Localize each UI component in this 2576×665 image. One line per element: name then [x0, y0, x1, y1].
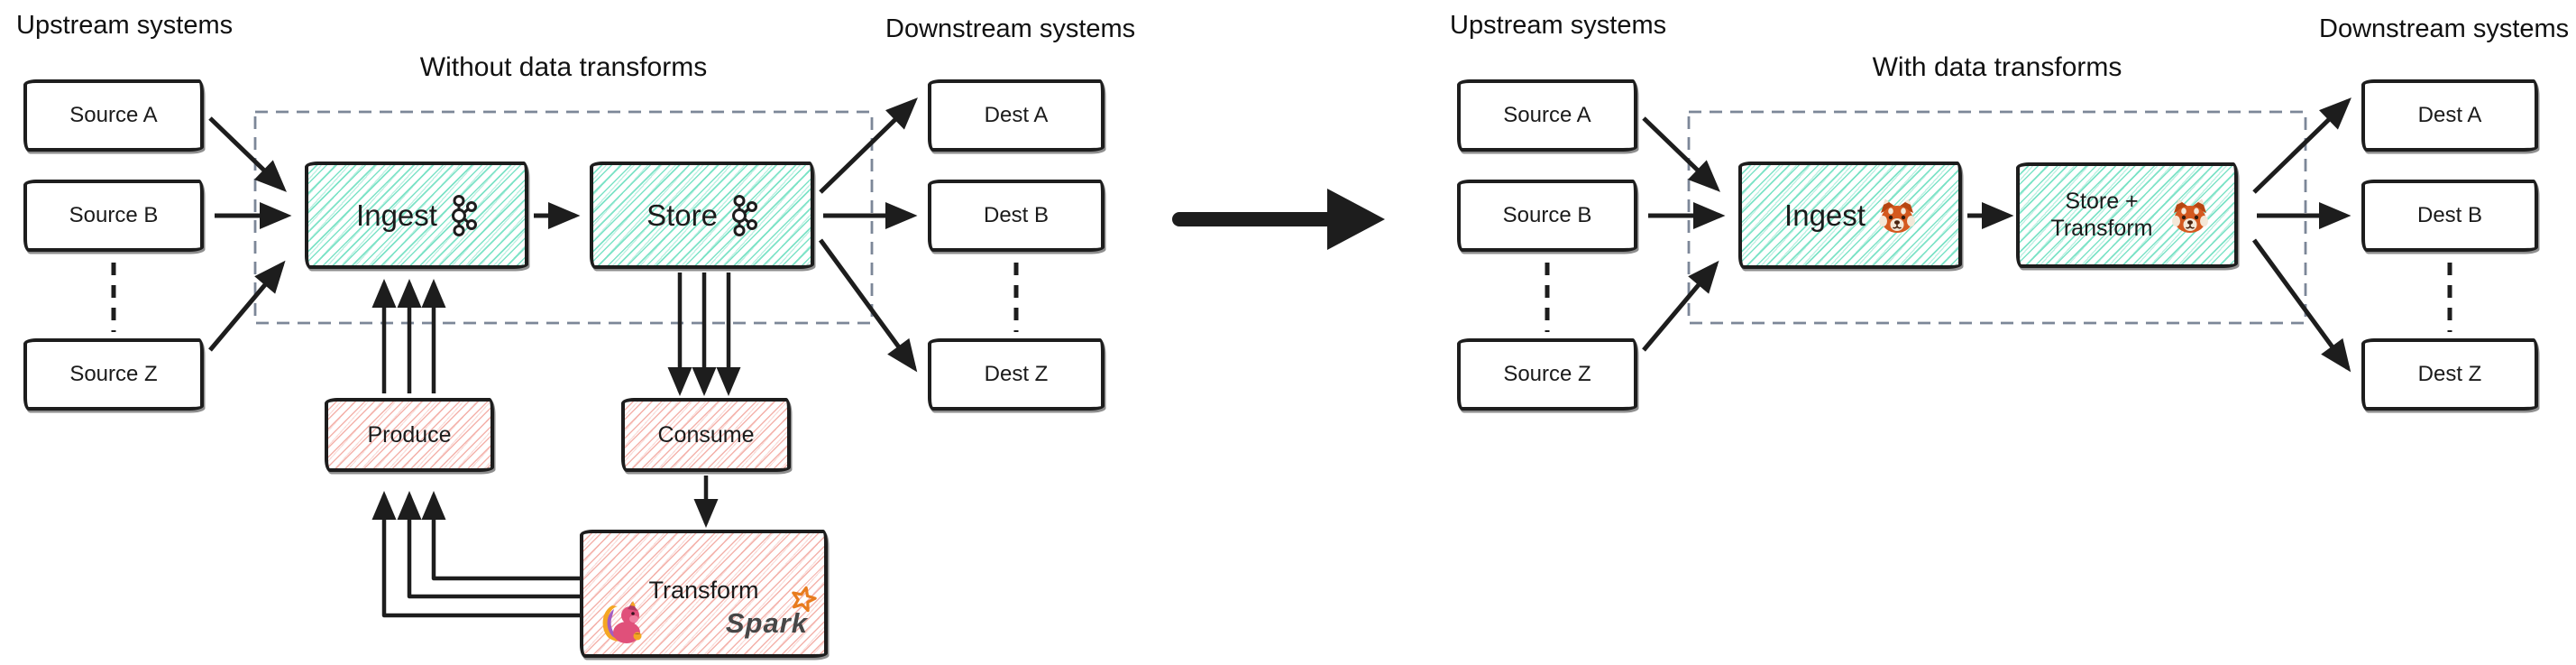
kafka-icon	[451, 194, 477, 236]
dest-box: Dest A	[928, 79, 1105, 152]
store-transform-label: Store + Transform	[2050, 189, 2153, 241]
dest-label: Dest Z	[2417, 362, 2482, 386]
right-downstream-heading: Downstream systems	[2319, 14, 2570, 43]
source-box: Source A	[23, 79, 204, 152]
source-box: Source Z	[1457, 338, 1637, 411]
dest-label: Dest A	[2417, 103, 2482, 127]
transform-label: Transform	[648, 577, 759, 604]
ingest-label: Ingest	[356, 198, 437, 232]
dest-box: Dest Z	[928, 338, 1105, 411]
source-box: Source Z	[23, 338, 204, 411]
spark-star-icon	[792, 586, 817, 613]
red-panda-icon	[2172, 199, 2208, 233]
spark-logo: Spark	[725, 586, 817, 640]
dest-box: Dest A	[2361, 79, 2538, 152]
source-box: Source A	[1457, 79, 1637, 152]
source-label: Source A	[69, 103, 158, 127]
left-downstream-heading: Downstream systems	[885, 14, 1136, 43]
source-label: Source B	[1502, 203, 1592, 227]
dest-box: Dest B	[2361, 180, 2538, 252]
dest-box: Dest B	[928, 180, 1105, 252]
ingest-box: Ingest	[1738, 162, 1962, 269]
dest-label: Dest B	[2416, 203, 2483, 227]
source-label: Source B	[69, 203, 159, 227]
source-label: Source A	[1503, 103, 1591, 127]
source-label: Source Z	[1503, 362, 1591, 386]
ingest-box: Ingest	[305, 162, 528, 269]
flink-squirrel-icon	[602, 601, 642, 643]
produce-label: Produce	[367, 421, 452, 448]
consume-box: Consume	[621, 398, 791, 472]
store-transform-box: Store + Transform	[2016, 162, 2238, 268]
store-box: Store	[590, 162, 814, 269]
dest-box: Dest Z	[2361, 338, 2538, 411]
right-diagram-title: With data transforms	[1872, 52, 2122, 82]
dest-label: Dest B	[983, 203, 1050, 227]
dest-label: Dest A	[984, 103, 1049, 127]
ingest-label: Ingest	[1784, 198, 1866, 232]
transition-arrow	[1172, 189, 1385, 250]
red-panda-icon	[1878, 199, 1915, 233]
left-diagram-title: Without data transforms	[419, 52, 708, 82]
store-label: Store	[646, 198, 718, 232]
right-upstream-heading: Upstream systems	[1450, 11, 1667, 40]
transform-box: Transform Spark	[580, 530, 828, 658]
left-upstream-heading: Upstream systems	[16, 11, 234, 40]
consume-label: Consume	[657, 421, 755, 448]
produce-box: Produce	[325, 398, 494, 472]
kafka-icon	[731, 194, 757, 236]
spark-logo-text: Spark	[725, 607, 808, 639]
source-box: Source B	[1457, 180, 1637, 252]
source-box: Source B	[23, 180, 204, 252]
source-label: Source Z	[69, 362, 158, 386]
dest-label: Dest Z	[984, 362, 1049, 386]
ellipsis-connectors	[111, 263, 2452, 332]
